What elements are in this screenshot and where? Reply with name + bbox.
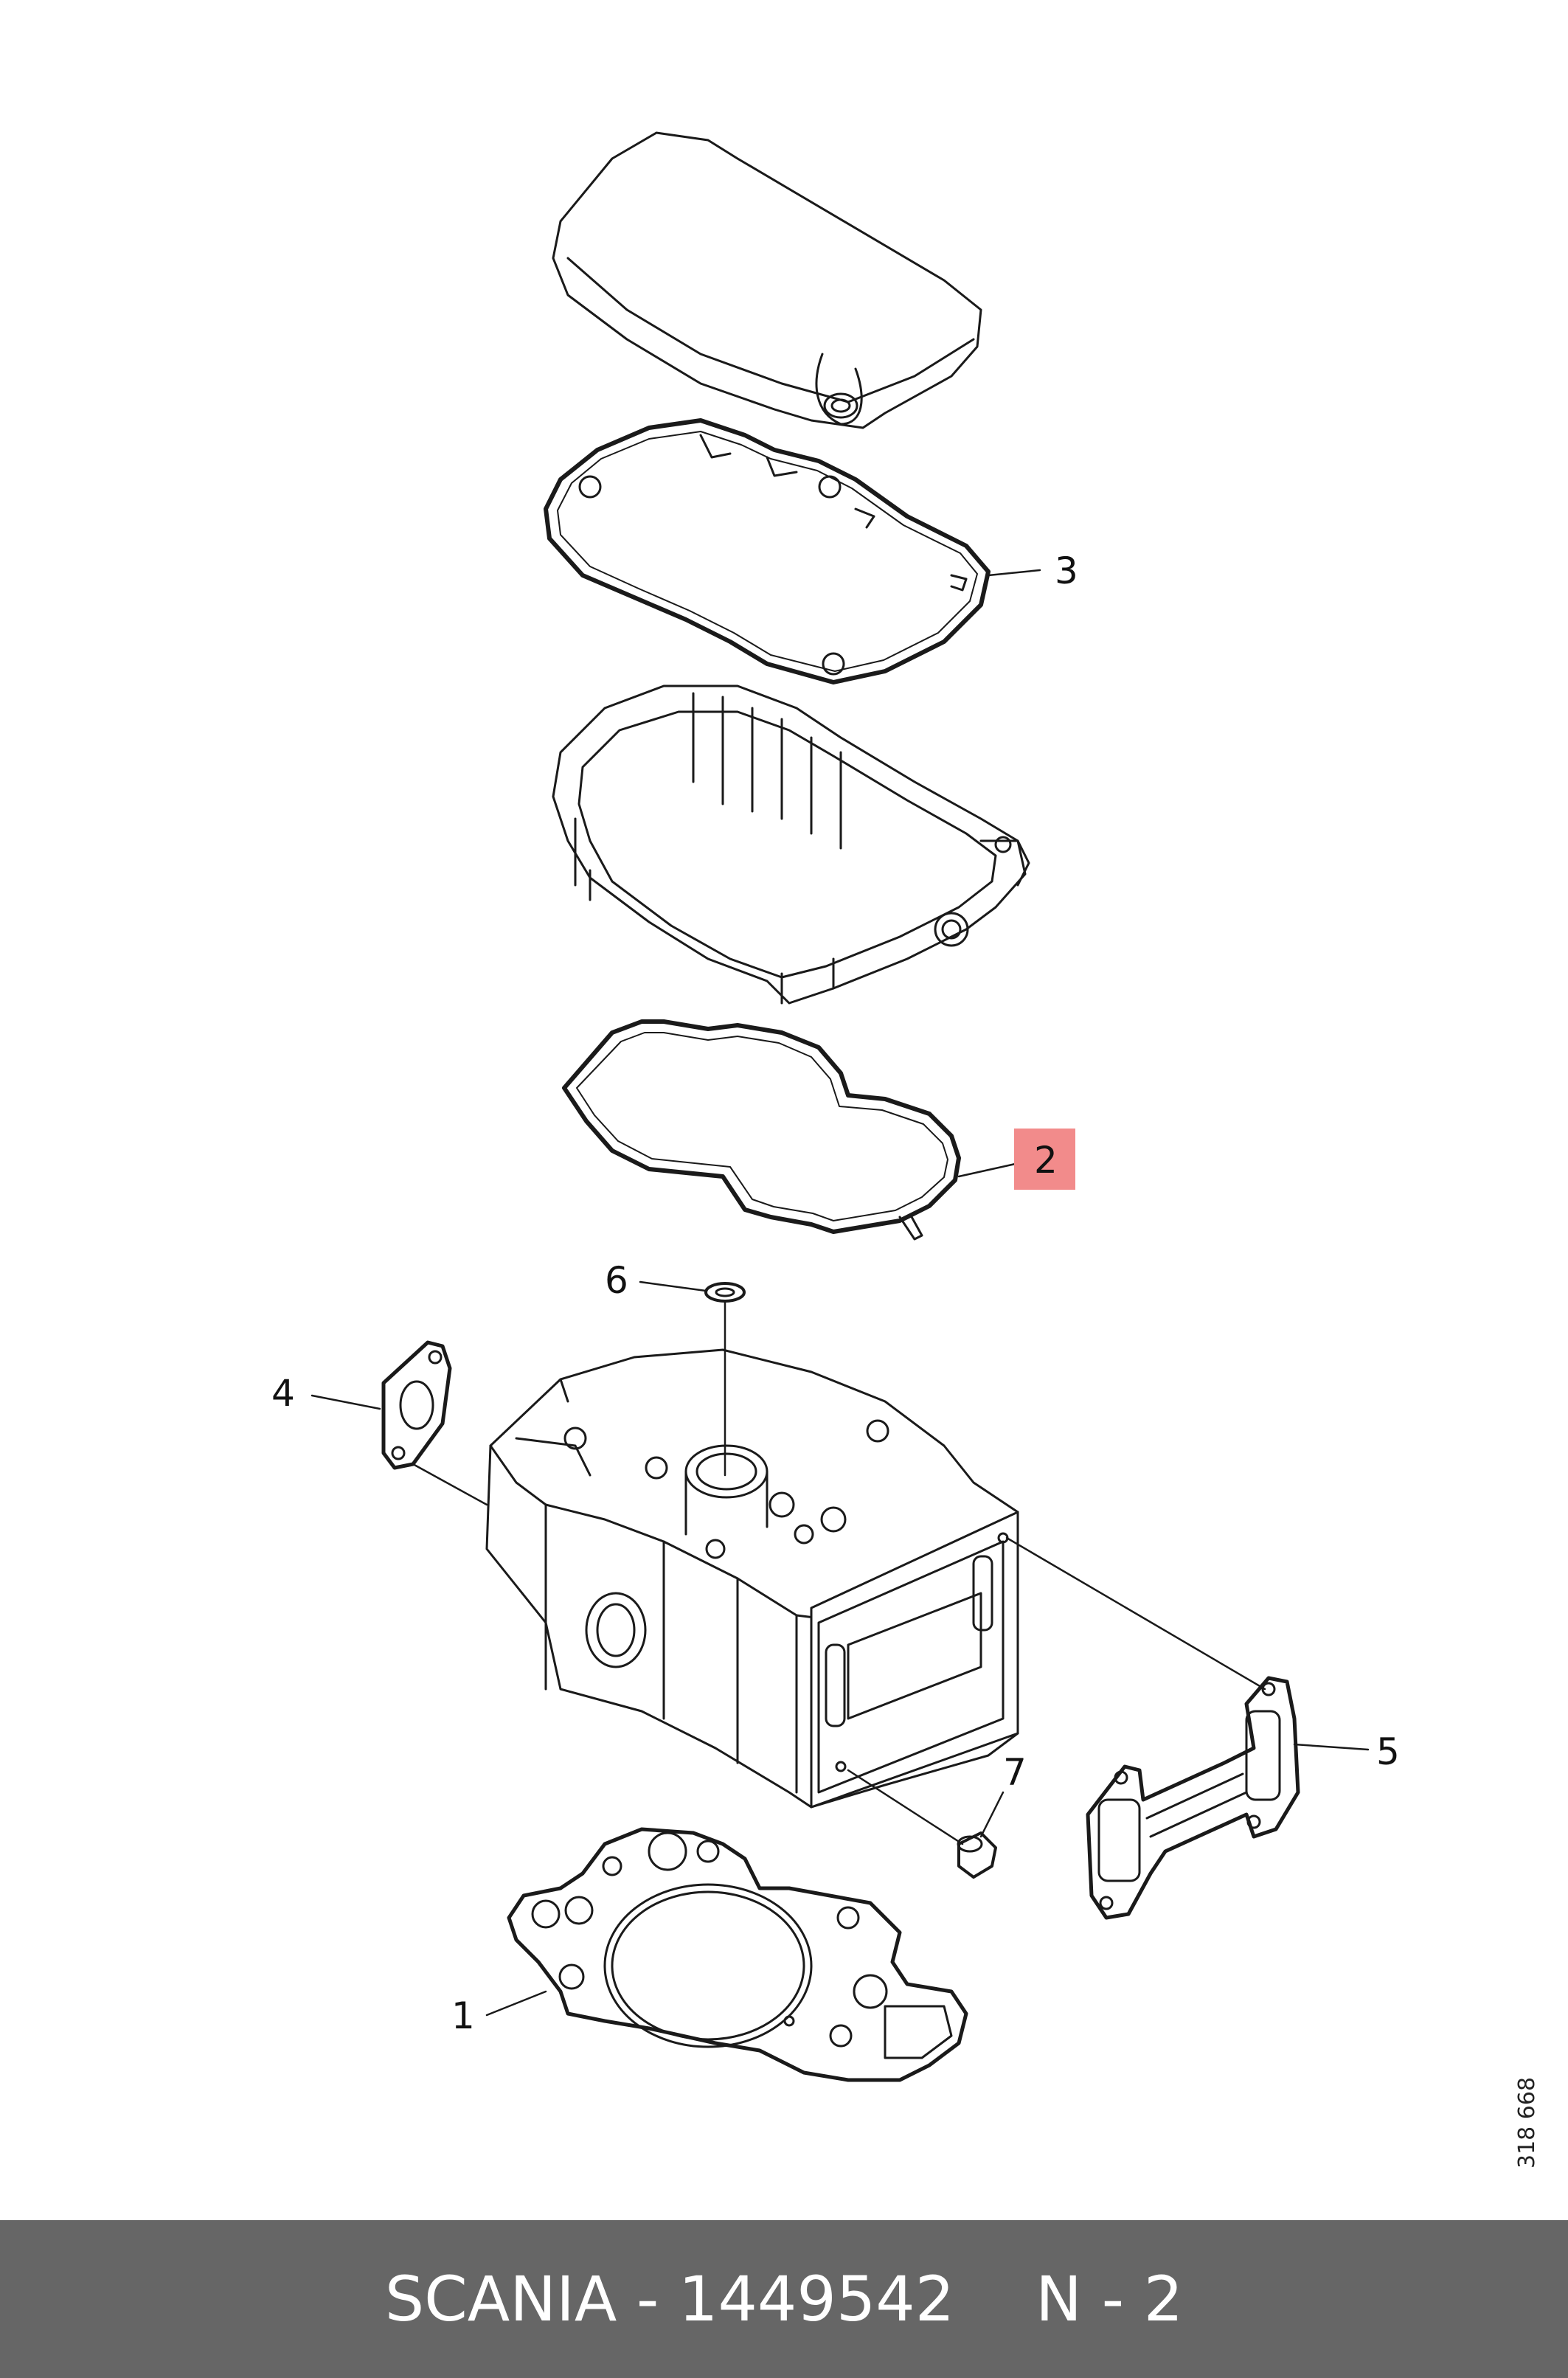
highlight-box bbox=[1014, 1129, 1075, 1190]
leader-line-1 bbox=[485, 1990, 547, 2017]
leader-line-7-axis bbox=[847, 1769, 964, 1845]
leader-line-4 bbox=[311, 1394, 381, 1410]
leader-line-5 bbox=[1293, 1743, 1370, 1751]
footer-bar: SCANIA - 1449542 N - 2 bbox=[0, 2220, 1568, 2378]
leader-line-3 bbox=[987, 569, 1041, 577]
valve-cover-gasket bbox=[544, 418, 991, 684]
part-number-label: SCANIA - 1449542 bbox=[384, 2263, 955, 2335]
rocker-housing bbox=[552, 684, 1030, 1005]
valve-cover bbox=[552, 131, 982, 429]
drawing-number: 318 668 bbox=[1514, 2076, 1540, 2169]
seal-ring bbox=[704, 1282, 746, 1303]
callout-4: 4 bbox=[271, 1372, 295, 1415]
rocker-housing-gasket bbox=[562, 1019, 961, 1241]
manifold-gasket bbox=[1086, 1676, 1300, 1920]
leader-line-4-axis bbox=[412, 1463, 488, 1506]
leader-lines bbox=[311, 569, 1370, 2017]
leader-line-6 bbox=[639, 1280, 707, 1292]
leader-line-5-axis bbox=[1005, 1536, 1266, 1691]
callout-7: 7 bbox=[1003, 1751, 1027, 1794]
sleeve-plug bbox=[957, 1831, 997, 1879]
callout-2: 2 bbox=[1034, 1139, 1058, 1182]
callout-5: 5 bbox=[1376, 1730, 1400, 1773]
callout-6: 6 bbox=[605, 1259, 628, 1302]
callout-1: 1 bbox=[451, 1994, 475, 2037]
exploded-parts-diagram: 3 2 6 4 5 7 1 bbox=[271, 131, 1400, 2082]
position-label: N - 2 bbox=[1035, 2263, 1184, 2335]
leader-line-7 bbox=[979, 1791, 1005, 1838]
callout-3: 3 bbox=[1055, 550, 1078, 592]
cylinder-head-gasket bbox=[507, 1827, 968, 2082]
cylinder-head bbox=[485, 1348, 1019, 1809]
flange-gasket bbox=[381, 1340, 452, 1470]
